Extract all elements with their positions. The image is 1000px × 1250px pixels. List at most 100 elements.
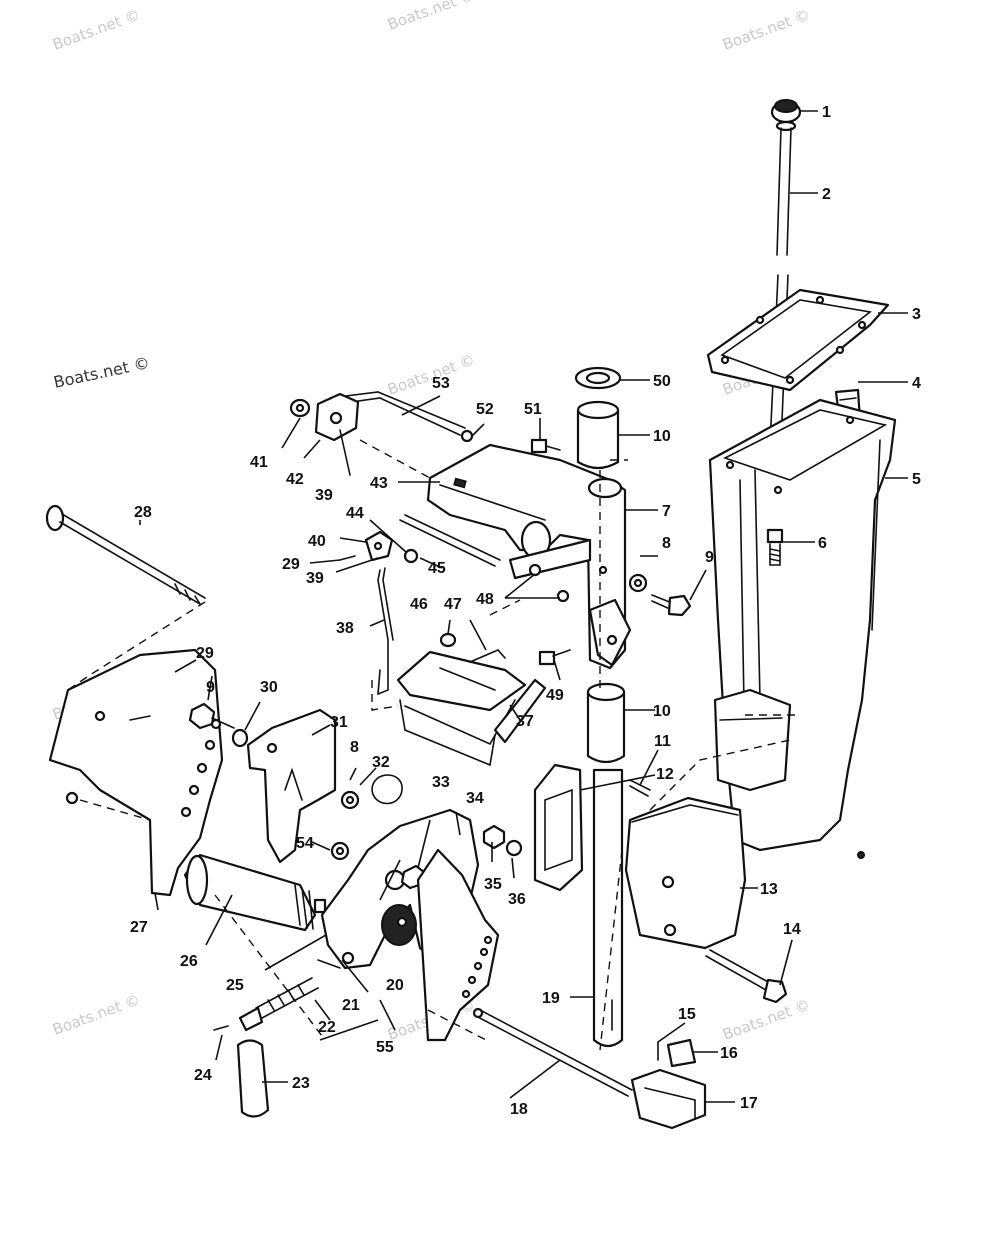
watermark: Boats.net ©: [720, 996, 812, 1044]
part-17-bracket: [630, 1068, 707, 1130]
callout-8-right: 8: [662, 535, 671, 552]
callout-10-lower: 10: [653, 703, 671, 720]
part-26-cylinder: [183, 853, 327, 932]
callout-19: 19: [542, 990, 560, 1007]
callout-46: 46: [410, 596, 428, 613]
part-51-screw: [530, 438, 561, 454]
callout-2: 2: [822, 186, 831, 203]
callout-28: 28: [134, 504, 152, 521]
part-50-washer: [574, 366, 622, 390]
callout-53: 53: [432, 375, 450, 392]
callout-1: 1: [822, 104, 831, 121]
callout-35: 35: [484, 876, 502, 893]
part-stern-bracket-plate: [416, 848, 500, 1042]
part-13-mount-cover: [624, 796, 747, 950]
part-9-bolt-left: [188, 702, 235, 730]
part-23-knob: [236, 1039, 270, 1118]
callout-54: 54: [296, 835, 314, 852]
part-8-washer: [628, 573, 648, 593]
callout-49: 49: [546, 687, 564, 704]
callout-21: 21: [342, 997, 360, 1014]
part-49-bolt: [538, 649, 571, 666]
callout-11: 11: [654, 733, 671, 750]
callout-13: 13: [760, 881, 778, 898]
part-21-pin: [317, 959, 341, 969]
callout-52: 52: [476, 401, 494, 418]
callout-16: 16: [720, 1045, 738, 1062]
parts-drawing: [45, 99, 897, 1130]
callout-4: 4: [912, 375, 921, 392]
callout-51: 51: [524, 401, 542, 418]
part-10-lower-bushing: [586, 682, 626, 764]
callout-43: 43: [370, 475, 388, 492]
callout-9-right: 9: [705, 549, 714, 566]
watermark-dark: Boats.net ©: [52, 353, 151, 392]
callout-20: 20: [386, 977, 404, 994]
watermark: Boats.net ©: [50, 991, 142, 1039]
part-37-latch-assembly: [396, 632, 547, 767]
part-35-nut: [482, 824, 506, 850]
callout-40: 40: [308, 533, 326, 550]
part-32-spring-clip: [371, 774, 403, 805]
leader-lines: [139, 110, 908, 1103]
callout-18: 18: [510, 1101, 528, 1118]
callout-3: 3: [912, 306, 921, 323]
watermark: Boats.net ©: [385, 0, 477, 34]
callout-14: 14: [783, 921, 801, 938]
part-27-stern-bracket-left: [48, 648, 224, 897]
callout-50: 50: [653, 373, 671, 390]
part-41-washer: [289, 398, 311, 418]
part-20-disc: [381, 904, 417, 946]
part-9-bolt: [651, 594, 692, 617]
callout-37: 37: [516, 713, 534, 730]
part-31-plate: [246, 708, 337, 864]
callout-17: 17: [740, 1095, 758, 1112]
callout-5: 5: [912, 471, 921, 488]
part-12-liner: [533, 763, 584, 892]
callout-7: 7: [662, 503, 671, 520]
callout-48: 48: [476, 591, 494, 608]
part-18-pin: [472, 1007, 633, 1097]
callout-39-bottom: 39: [306, 570, 324, 587]
callout-labels: 1 2 3 4 5 6 7 8 9 50 10 51 52 53 43 41 4…: [130, 104, 921, 1118]
callout-23: 23: [292, 1075, 310, 1092]
part-36-washer: [505, 839, 523, 857]
part-2-rod: [769, 120, 797, 446]
stray-dot: [857, 851, 865, 859]
callout-10-upper: 10: [653, 428, 671, 445]
callout-24: 24: [194, 1067, 212, 1084]
part-19-swivel-tube: [592, 768, 624, 1048]
part-5-driveshaft-housing: [708, 398, 897, 852]
part-54-washer: [330, 841, 350, 861]
part-14-bolt: [705, 949, 788, 1004]
part-42-pivot-block: [314, 392, 360, 476]
part-16-clip: [666, 1038, 697, 1068]
part-40-cam: [339, 530, 419, 564]
callout-29-top: 29: [282, 556, 300, 573]
callout-30: 30: [260, 679, 278, 696]
callout-36: 36: [508, 891, 526, 908]
callout-44: 44: [346, 505, 364, 522]
callout-15: 15: [678, 1006, 696, 1023]
part-24-pin: [213, 1025, 229, 1031]
callout-22: 22: [318, 1019, 336, 1036]
callout-33: 33: [432, 774, 450, 791]
part-1-grommet: [770, 99, 802, 124]
callout-9-left: 9: [206, 679, 215, 696]
part-10-upper-bushing: [576, 400, 620, 470]
callout-55: 55: [376, 1039, 394, 1056]
callout-38: 38: [336, 620, 354, 637]
callout-31: 31: [330, 714, 348, 731]
callout-47: 47: [444, 596, 462, 613]
part-38-link-rod: [377, 567, 394, 696]
callout-42: 42: [286, 471, 304, 488]
watermark: Boats.net ©: [720, 6, 812, 54]
callout-39-top: 39: [315, 487, 333, 504]
callout-6: 6: [818, 535, 827, 552]
part-45-pin: [399, 514, 501, 567]
part-28-through-bolt: [45, 504, 206, 605]
part-30-washer: [231, 728, 249, 748]
part-6-screw: [766, 528, 784, 566]
callout-27: 27: [130, 919, 148, 936]
